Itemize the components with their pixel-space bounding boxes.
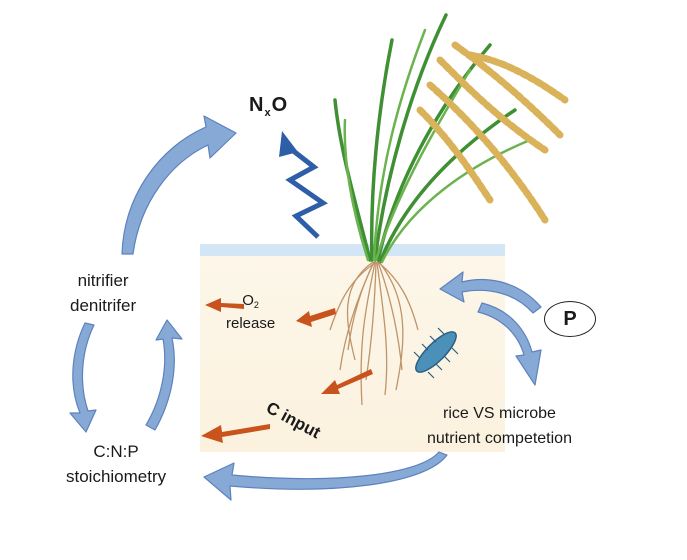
orange-arrows bbox=[201, 298, 373, 443]
microbe-icon bbox=[413, 327, 459, 379]
cycle-arrows bbox=[69, 115, 542, 501]
nxo-subscript: x bbox=[264, 107, 271, 119]
cnp-line2: stoichiometry bbox=[66, 467, 167, 486]
o2-line2: release bbox=[226, 315, 276, 332]
arrow-nitrifier-to-cnp bbox=[69, 322, 97, 433]
competition-line1: rice VS microbe bbox=[443, 405, 556, 422]
cnp-line1: C:N:P bbox=[93, 442, 139, 461]
rice-plant bbox=[333, 13, 569, 264]
nitrifier-line2: denitrifer bbox=[70, 296, 137, 315]
arrow-bottom-to-cnp bbox=[203, 451, 448, 501]
rice-roots bbox=[329, 261, 419, 406]
nxo-label: NxO bbox=[249, 94, 288, 119]
arrow-cinput-to-cnp bbox=[201, 424, 270, 443]
phosphorus-node: P bbox=[544, 301, 596, 337]
nutrient-competition-label: rice VS microbe nutrient competetion bbox=[427, 401, 572, 451]
arrow-to-nxo bbox=[121, 115, 237, 255]
arrow-o2-to-nitrifier bbox=[205, 298, 244, 312]
cnp-stoichiometry-label: C:N:P stoichiometry bbox=[66, 439, 166, 489]
arrow-p-to-competition bbox=[477, 302, 542, 386]
arrow-p-to-soil bbox=[439, 271, 542, 314]
arrow-roots-to-o2 bbox=[296, 308, 336, 327]
nitrifier-line1: nitrifier bbox=[77, 271, 129, 290]
arrow-cnp-to-nitrifier bbox=[145, 319, 183, 431]
o2-release-label: O2 release bbox=[226, 290, 275, 334]
arrow-roots-to-cinput bbox=[321, 369, 373, 394]
o2-main: O bbox=[242, 292, 254, 309]
nxo-emission-zigzag bbox=[279, 131, 328, 239]
o2-subscript: 2 bbox=[253, 300, 259, 310]
competition-line2: nutrient competetion bbox=[427, 430, 572, 447]
phosphorus-label: P bbox=[563, 307, 577, 330]
o2-line1: O2 bbox=[226, 290, 275, 313]
nitrifier-denitrifier-label: nitrifier denitrifer bbox=[70, 268, 136, 318]
nxo-main: N bbox=[249, 94, 264, 116]
nxo-tail: O bbox=[271, 94, 288, 116]
